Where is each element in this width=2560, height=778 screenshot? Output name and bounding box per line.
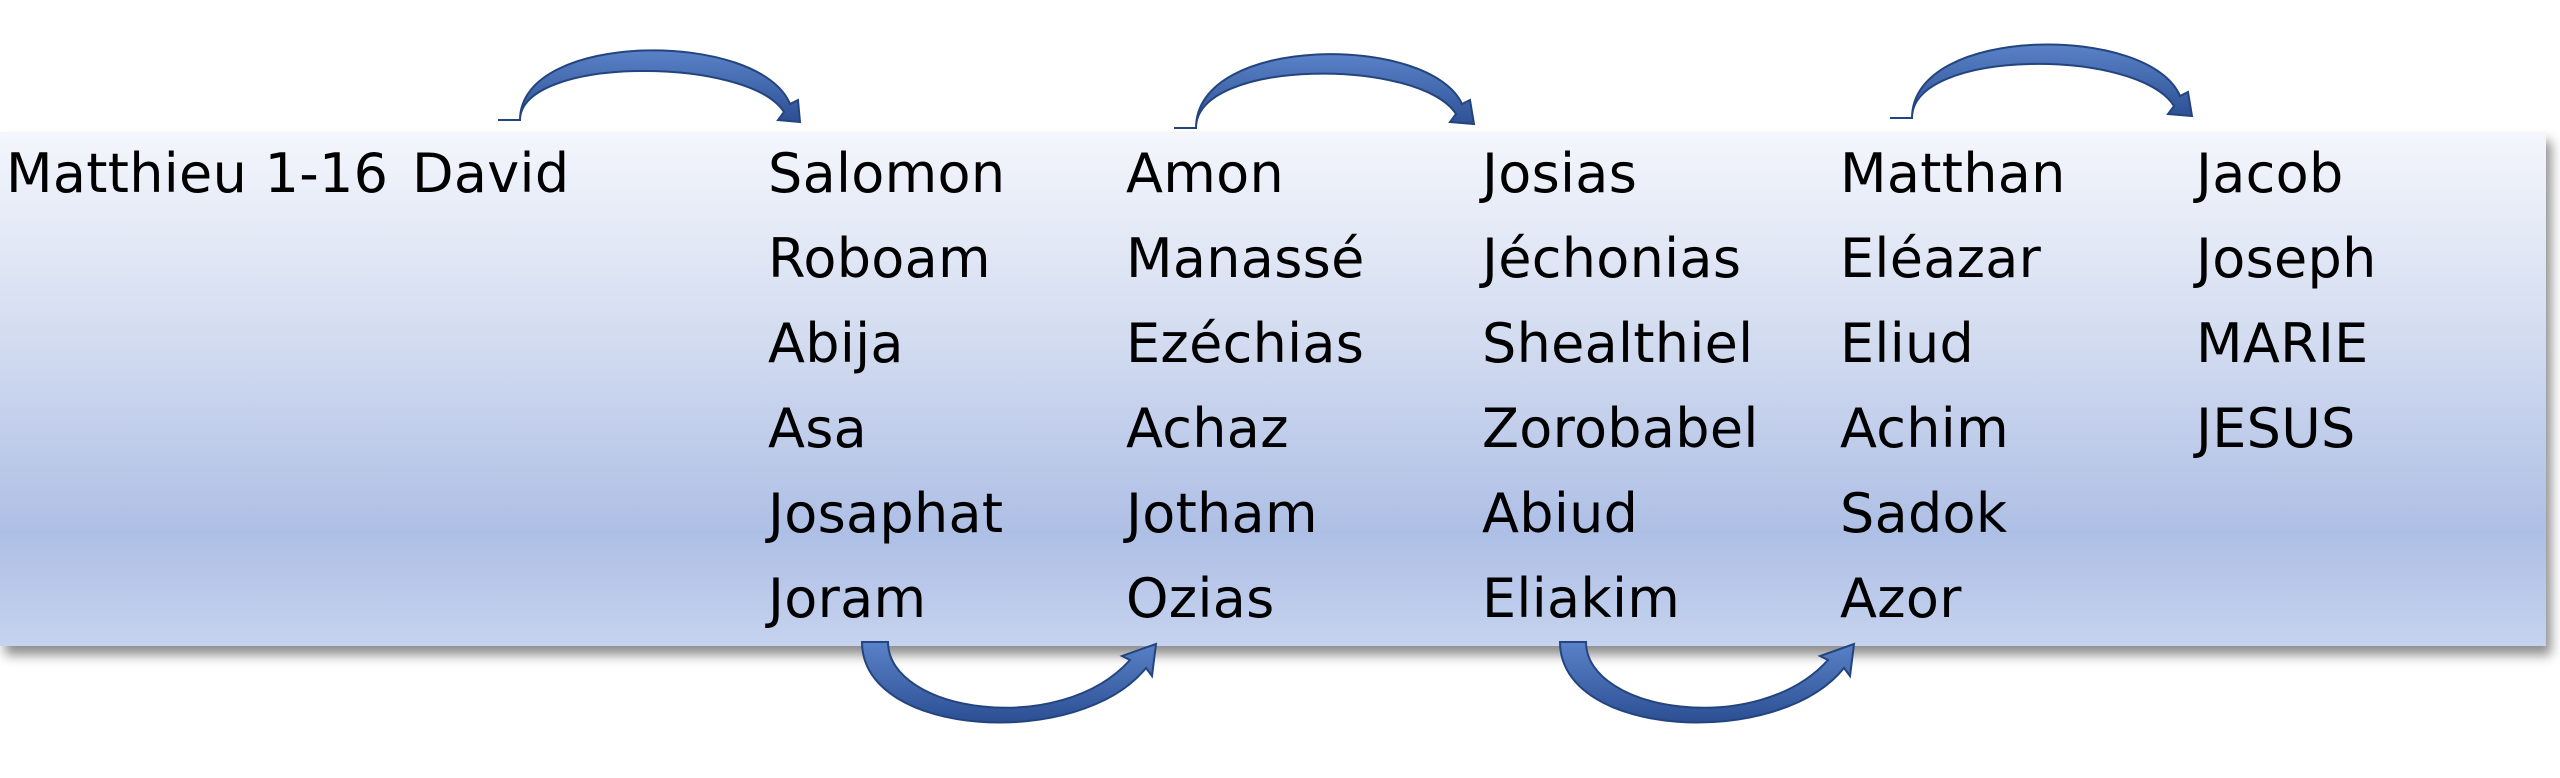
column-2: Amon Manassé Ezéchias Achaz Jotham Ozias [1126, 147, 1365, 657]
name-item: Josias [1482, 142, 1638, 205]
name-item: Joseph [2196, 227, 2377, 290]
name-item: Matthan [1840, 142, 2066, 205]
name-item: Jotham [1126, 482, 1318, 545]
name-item: Ezéchias [1126, 312, 1365, 375]
name-item: Jéchonias [1482, 227, 1742, 290]
name-item: Achaz [1126, 397, 1289, 460]
name-item: Zorobabel [1482, 397, 1759, 460]
curved-arrow-icon [860, 641, 1158, 724]
curved-arrow-icon [1890, 43, 2194, 119]
column-5: Jacob Joseph MARIE JESUS [2196, 147, 2377, 487]
curved-arrow-icon [1558, 641, 1856, 724]
name-item: Amon [1126, 142, 1285, 205]
name-item: Abija [768, 312, 904, 375]
name-item: Azor [1840, 567, 1962, 630]
name-item: Ozias [1126, 567, 1275, 630]
column-3: Josias Jéchonias Shealthiel Zorobabel Ab… [1482, 147, 1759, 657]
name-item: Joram [768, 567, 927, 630]
start-name-david: David [412, 142, 570, 205]
name-item: Achim [1840, 397, 2010, 460]
curved-arrow-icon [1174, 53, 1476, 129]
name-item: JESUS [2196, 397, 2356, 460]
title-label: Matthieu 1-16 [6, 142, 389, 205]
name-item: Sadok [1840, 482, 2008, 545]
name-item: Roboam [768, 227, 991, 290]
name-item: Asa [768, 397, 868, 460]
name-item: Abiud [1482, 482, 1639, 545]
background-band [0, 132, 2546, 646]
name-item: MARIE [2196, 312, 2369, 375]
name-item: Manassé [1126, 227, 1365, 290]
name-item: Eliakim [1482, 567, 1681, 630]
column-1: Salomon Roboam Abija Asa Josaphat Joram [768, 147, 1005, 657]
name-item: Salomon [768, 142, 1006, 205]
column-4: Matthan Eléazar Eliud Achim Sadok Azor [1840, 147, 2066, 657]
name-item: Eliud [1840, 312, 1975, 375]
name-item: Josaphat [768, 482, 1004, 545]
name-item: Jacob [2196, 142, 2344, 205]
curved-arrow-icon [498, 49, 802, 124]
name-item: Shealthiel [1482, 312, 1754, 375]
name-item: Eléazar [1840, 227, 2042, 290]
